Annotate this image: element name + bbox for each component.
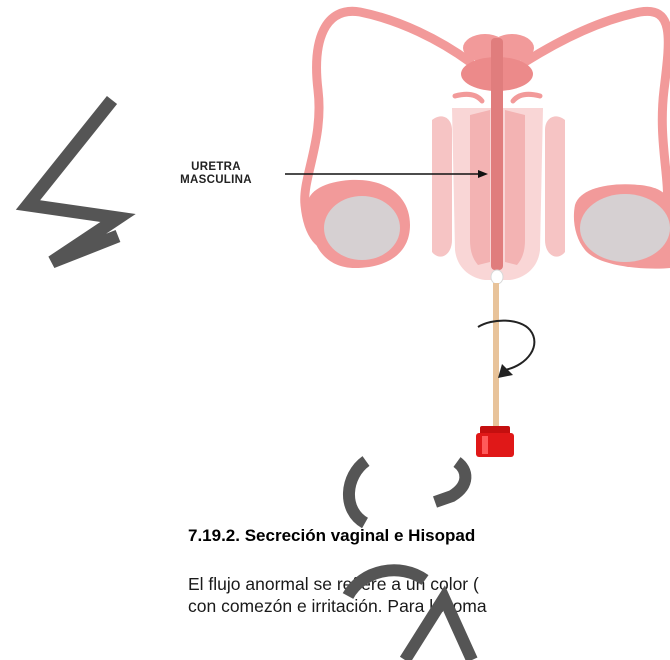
right-corpus [545, 116, 565, 256]
rotation-arrowhead-icon [498, 364, 513, 378]
rotation-arrow [478, 321, 534, 370]
left-corpus [432, 116, 452, 256]
swab-cap [476, 433, 514, 457]
right-seminal-mark [513, 94, 540, 101]
section-heading: 7.19.2. Secreción vaginal e Hisopad [188, 526, 475, 546]
swab-cap-shine [482, 436, 488, 454]
inner-left-column [470, 110, 490, 265]
urethra-label-line1: URETRA [151, 161, 281, 174]
right-testis [580, 194, 670, 262]
paragraph-line-2: con comezón e irritación. Para la toma [188, 596, 487, 617]
paragraph-line-1: El flujo anormal se refiere a un color ( [188, 574, 479, 595]
urethra-channel [491, 38, 503, 270]
urethral-meatus [491, 270, 503, 284]
swab-stick [493, 283, 499, 433]
left-testis [324, 196, 400, 260]
inner-right-column [505, 110, 525, 265]
left-seminal-mark [455, 94, 482, 101]
urethra-label-line2: MASCULINA [151, 174, 281, 187]
